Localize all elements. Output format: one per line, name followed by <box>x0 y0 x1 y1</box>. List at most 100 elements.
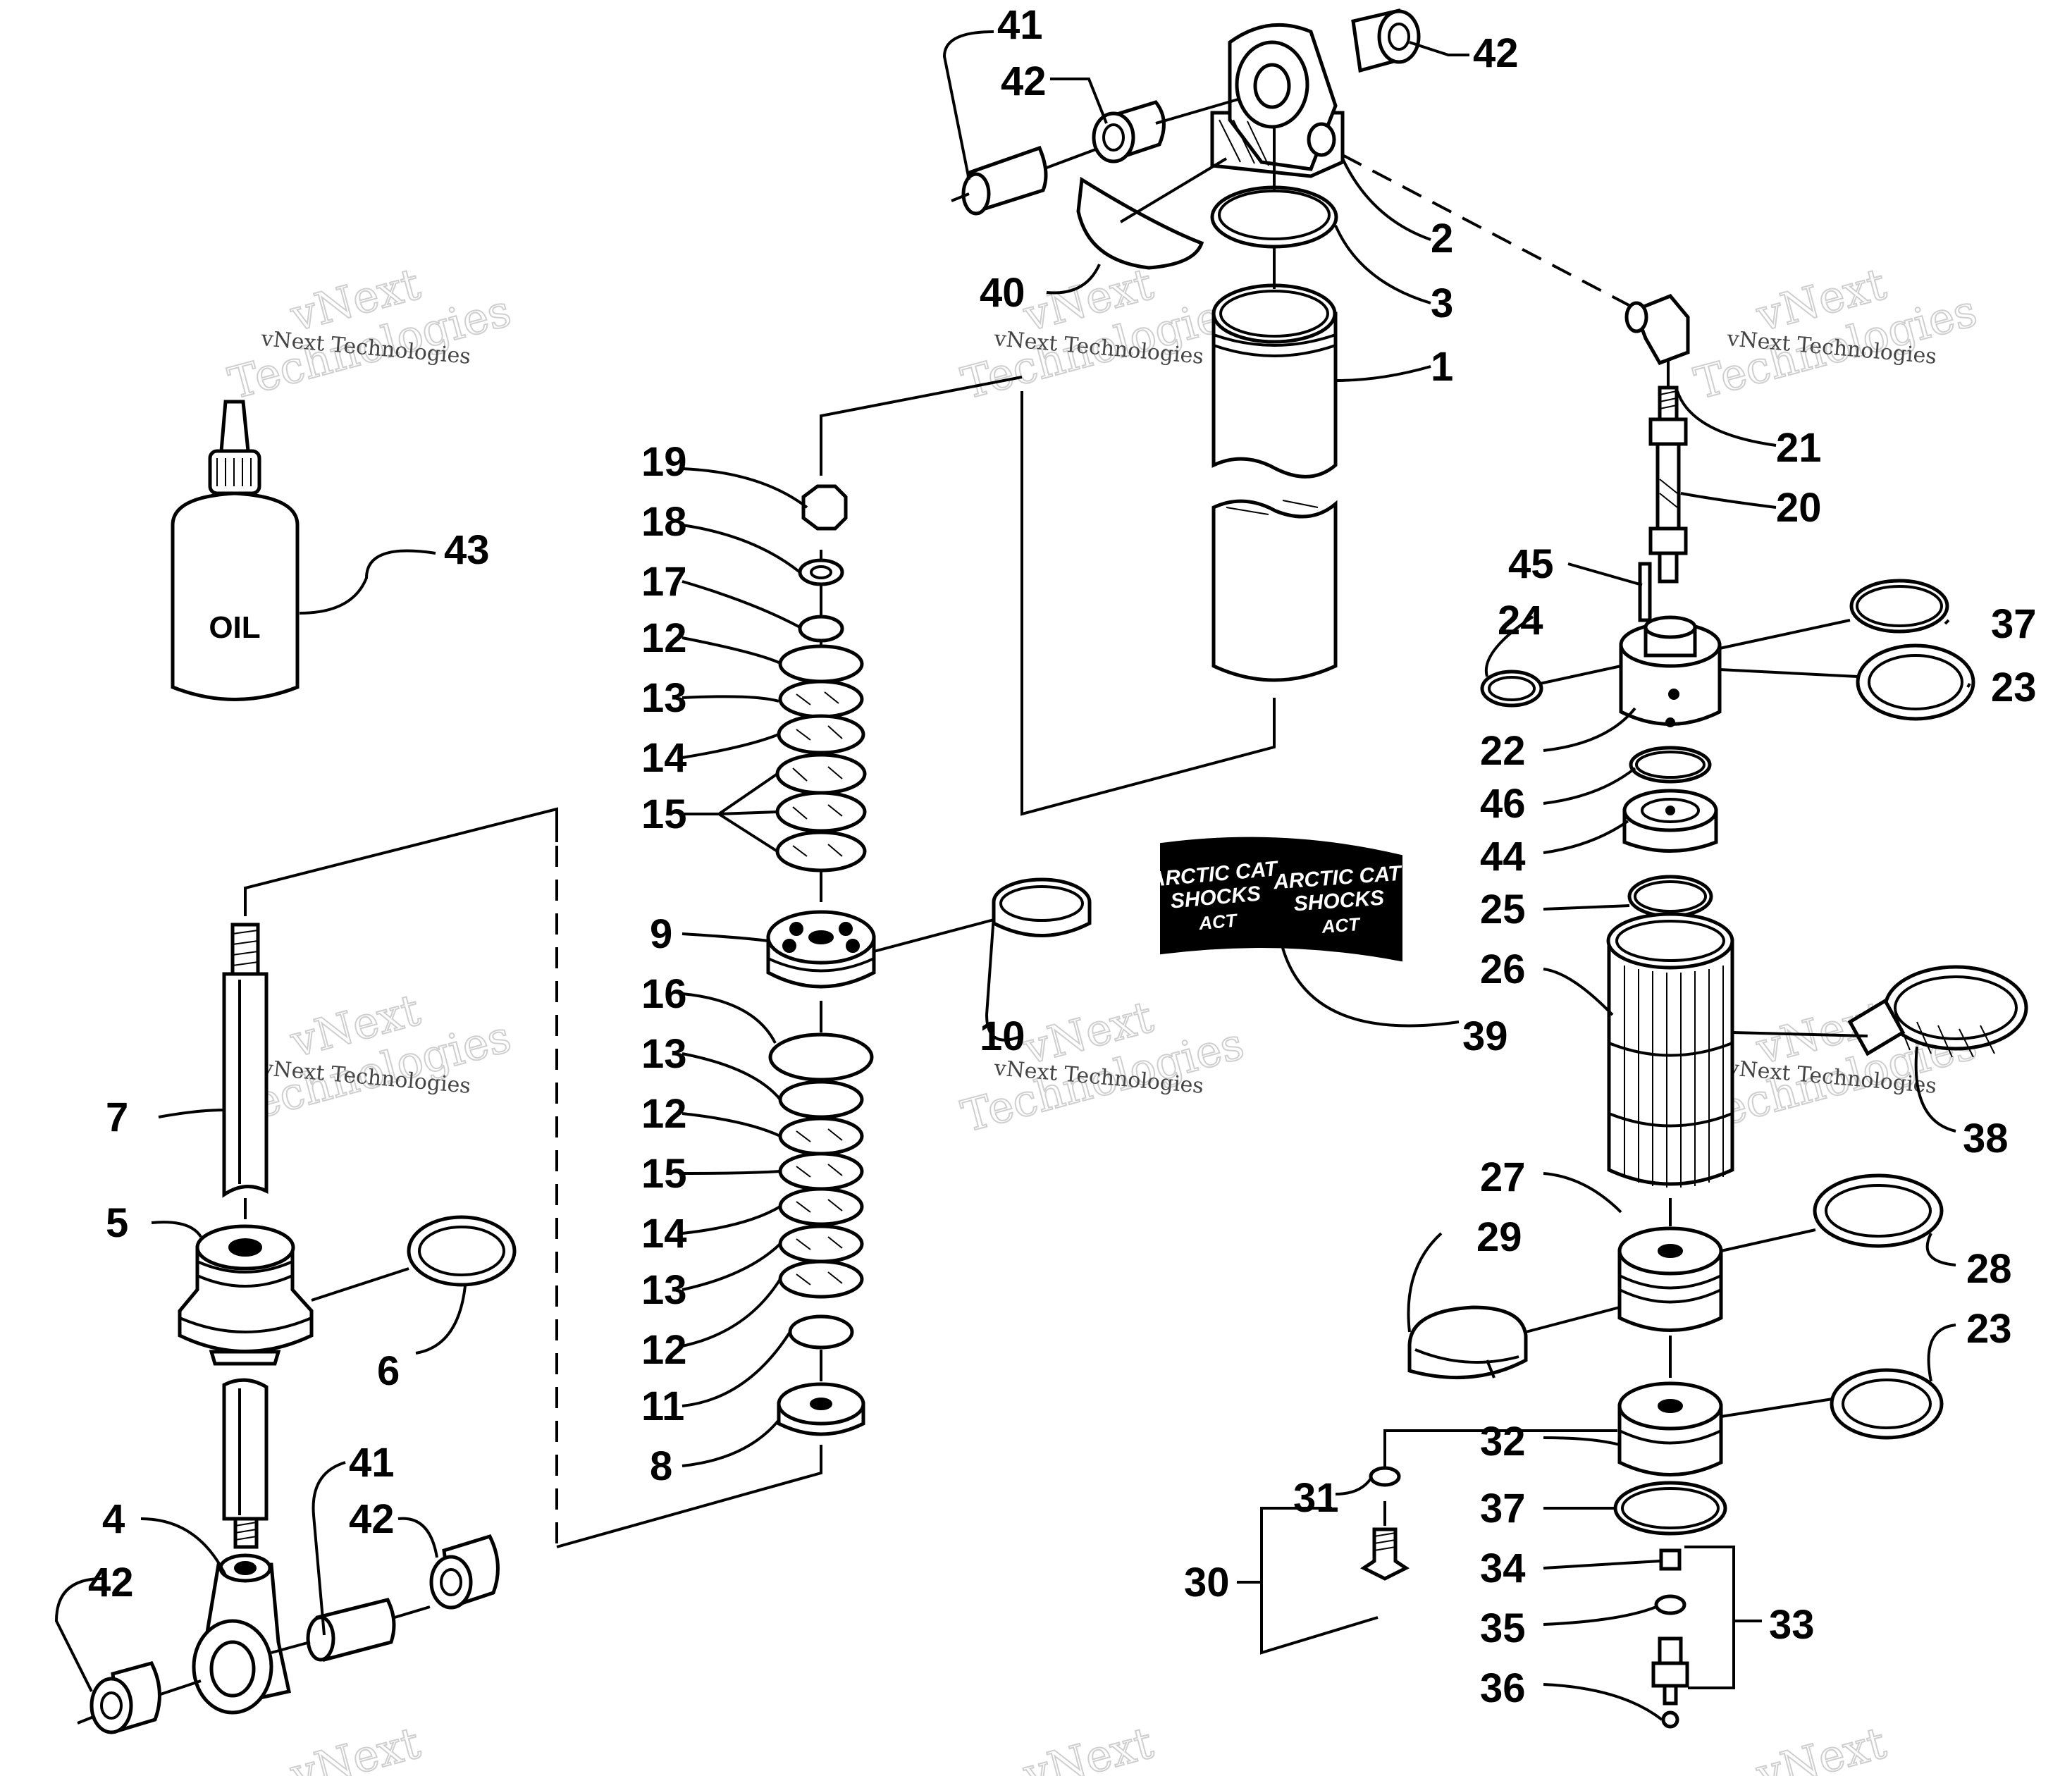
top-pin-bushings <box>951 8 1421 216</box>
callout-3: 3 <box>1431 280 1453 326</box>
decal-right-logo: ACT <box>1321 913 1362 937</box>
callout-16: 16 <box>641 971 687 1017</box>
callout-24: 24 <box>1498 598 1543 643</box>
callout-46: 46 <box>1480 781 1526 827</box>
callout-42: 42 <box>1001 58 1047 104</box>
callout-44: 44 <box>1480 834 1526 880</box>
shim-stack-lower <box>768 1032 874 1350</box>
watermark-line1: vNext <box>1018 1717 1158 1776</box>
o-ring-part <box>1613 1481 1727 1536</box>
callout-37: 37 <box>1480 1486 1526 1531</box>
callout-21: 21 <box>1776 425 1822 471</box>
valve-seal-part <box>1654 1594 1686 1615</box>
reservoir-canister-part <box>1606 912 1734 1188</box>
callout-10: 10 <box>980 1013 1025 1059</box>
oil-label: OIL <box>209 610 260 645</box>
callout-35: 35 <box>1480 1605 1526 1651</box>
pin-part <box>1638 562 1652 622</box>
callout-29: 29 <box>1476 1214 1522 1260</box>
shaft-part <box>222 972 269 1198</box>
callout-12: 12 <box>641 1091 687 1137</box>
screw-part <box>1360 1527 1410 1581</box>
leader-lines <box>54 30 1971 1721</box>
callout-42: 42 <box>88 1560 134 1605</box>
callout-40: 40 <box>980 270 1025 316</box>
decal-left-logo: ACT <box>1197 909 1239 934</box>
callout-9: 9 <box>650 911 672 957</box>
callout-5: 5 <box>106 1200 128 1246</box>
callout-43: 43 <box>444 527 490 573</box>
o-ring-part <box>1629 746 1712 784</box>
watermark-line1: vNext <box>1751 1717 1891 1776</box>
callout-22: 22 <box>1480 728 1526 774</box>
callout-23: 23 <box>1966 1306 2012 1352</box>
valve-stem-part <box>1651 1636 1689 1729</box>
shock-body-assembly <box>1020 23 1345 816</box>
callout-17: 17 <box>641 559 687 605</box>
floating-piston-part <box>1617 1226 1723 1332</box>
lower-eye-part <box>192 1553 291 1715</box>
callout-42: 42 <box>349 1496 395 1542</box>
callout-26: 26 <box>1480 946 1526 992</box>
callout-36: 36 <box>1480 1665 1526 1711</box>
elbow-fitting-part <box>1624 294 1690 366</box>
mount-eye-part <box>1210 23 1345 178</box>
callout-41: 41 <box>997 2 1043 48</box>
callout-15: 15 <box>641 791 687 837</box>
callout-20: 20 <box>1776 485 1822 531</box>
callout-37: 37 <box>1991 601 2037 647</box>
callout-31: 31 <box>1293 1475 1339 1521</box>
bushing-part <box>90 1661 161 1734</box>
callout-8: 8 <box>650 1443 672 1489</box>
washer-part <box>407 1215 517 1287</box>
washer-part <box>1856 643 1975 721</box>
callout-23: 23 <box>1991 665 2037 710</box>
callout-14: 14 <box>641 1211 687 1257</box>
callout-4: 4 <box>102 1496 125 1542</box>
valve-piston-part <box>766 910 876 989</box>
callout-13: 13 <box>641 675 687 721</box>
reservoir-assembly <box>1342 154 2028 1729</box>
callout-30: 30 <box>1184 1560 1230 1605</box>
callout-numbers: 41 42 42 2 3 40 1 21 20 4 5 24 37 23 22 4… <box>88 2 2037 1711</box>
callout-12: 12 <box>641 1327 687 1373</box>
callout-41: 41 <box>349 1440 395 1486</box>
shim-stack-upper <box>775 615 867 872</box>
decal-part: ARCTIC CAT SHOCKS ACT ARCTIC CAT SHOCKS … <box>1148 837 1404 962</box>
callout-12: 12 <box>641 615 687 661</box>
callout-2: 2 <box>1431 216 1453 261</box>
seal-head-part <box>178 1224 314 1366</box>
washer-part <box>1369 1466 1401 1487</box>
reservoir-cap-part <box>1619 615 1722 727</box>
callout-39: 39 <box>1462 1013 1508 1059</box>
spacer-part <box>777 1382 865 1436</box>
callout-38: 38 <box>1963 1116 2009 1161</box>
pin-part <box>306 1598 396 1662</box>
end-cap-part <box>1617 1381 1723 1476</box>
callout-28: 28 <box>1966 1246 2012 1292</box>
callout-15: 15 <box>641 1151 687 1197</box>
split-ring-part <box>1407 1305 1528 1380</box>
bushing-part <box>429 1534 500 1610</box>
hose-fitting-part <box>1648 386 1688 584</box>
piston-part <box>1622 789 1718 853</box>
callout-7: 7 <box>106 1094 128 1140</box>
watermark-line1: vNext <box>285 1717 425 1776</box>
shaft-assembly <box>77 807 558 1734</box>
shaft-part <box>222 1378 269 1521</box>
callout-1: 1 <box>1431 344 1453 390</box>
callout-34: 34 <box>1480 1546 1526 1591</box>
callout-42: 42 <box>1473 30 1519 76</box>
callout-11: 11 <box>641 1383 684 1429</box>
callout-13: 13 <box>641 1267 687 1313</box>
hose-clamp-part <box>1847 965 2028 1058</box>
callout-6: 6 <box>377 1348 400 1394</box>
washer-part <box>1830 1368 1944 1440</box>
o-ring-part <box>1849 579 1949 634</box>
valve-cap-part <box>1659 1548 1682 1571</box>
callout-14: 14 <box>641 735 687 781</box>
oil-bottle-part: OIL <box>171 400 300 701</box>
washer-part <box>798 558 844 586</box>
callout-33: 33 <box>1769 1602 1815 1648</box>
